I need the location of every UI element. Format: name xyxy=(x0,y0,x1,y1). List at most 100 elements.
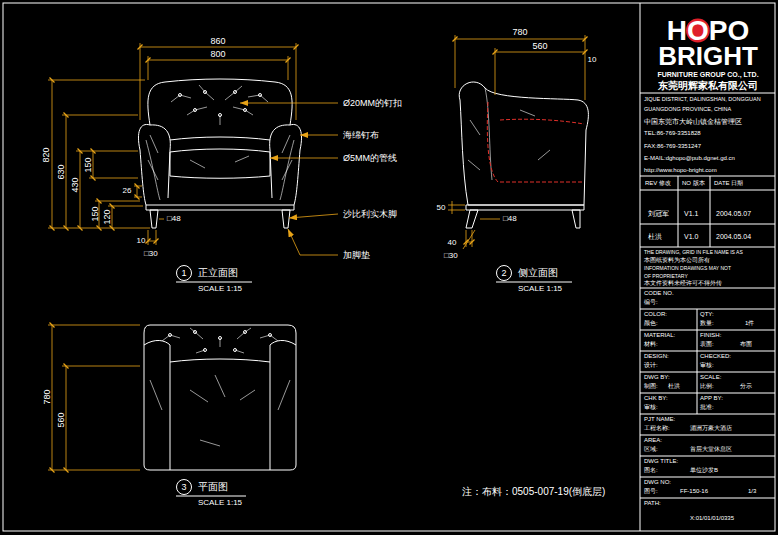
side-view-dimensions xyxy=(448,35,585,249)
side-view-dimensions xyxy=(495,48,496,95)
view-title-underlines xyxy=(176,282,572,496)
sofa-plan-view xyxy=(170,345,270,470)
title-block-grid xyxy=(640,288,775,289)
front-view-dimensions xyxy=(48,80,145,81)
title-block-text: X:01/01/01/0335 xyxy=(690,515,734,521)
title-block-text: V1.0 xyxy=(684,233,698,240)
front-view-dimensions xyxy=(108,206,143,207)
sofa-plan-view xyxy=(170,359,270,362)
title-block-grid xyxy=(640,247,775,248)
dimension-text: 120 xyxy=(103,209,112,224)
company-logo-text: FURNITURE GROUP CO., LTD. xyxy=(657,71,758,78)
title-block-grid xyxy=(640,176,775,177)
callout-text: Ø20MM的钉扣 xyxy=(343,99,402,108)
title-block-text: http://www.hopo-bright.com xyxy=(644,167,717,173)
sheet-frame xyxy=(3,3,775,531)
title-block-text: GUANGDONG PROVINCE, CHINA xyxy=(644,107,731,113)
title-block-grid xyxy=(710,176,711,247)
callout-leaders xyxy=(240,103,338,104)
sofa-front-view xyxy=(150,125,170,198)
title-block-grid xyxy=(697,309,698,414)
dimension-text: □48 xyxy=(167,215,181,223)
scale-text: SCALE 1:15 xyxy=(198,285,242,293)
title-block-text: DWG NO: xyxy=(644,479,671,485)
sheet-frame xyxy=(3,3,775,531)
sofa-front-view xyxy=(148,85,292,180)
title-block-text: 分示 xyxy=(740,383,752,389)
front-view-dimensions xyxy=(112,206,113,228)
title-block-text: AREA: xyxy=(644,437,662,443)
title-block-text: 图名: xyxy=(644,467,658,473)
side-view-dimensions xyxy=(448,205,465,206)
sofa-front-view xyxy=(170,137,270,140)
dimension-text: 430 xyxy=(71,177,80,192)
front-view-dimensions xyxy=(148,60,288,61)
plan-view-dimensions xyxy=(48,325,140,326)
title-block-grid xyxy=(640,435,775,436)
title-block-grid xyxy=(640,477,775,478)
sofa-front-view xyxy=(179,94,182,97)
title-block-grid xyxy=(640,393,775,394)
callout-leaders xyxy=(240,103,338,255)
plan-view-dimensions xyxy=(48,470,140,471)
view-title-underlines xyxy=(176,496,246,497)
front-view-dimensions xyxy=(95,201,140,202)
sofa-front-view xyxy=(170,149,270,178)
title-block-text: 审核: xyxy=(644,404,658,410)
title-block-text: 区域: xyxy=(644,446,658,452)
sofa-front-view xyxy=(204,91,207,94)
title-block-text: 本文件资料未经许可不得外传 xyxy=(644,280,722,286)
sofa-plan-view xyxy=(144,325,296,470)
title-block-text: 中国东莞市大岭山镇金桔管理区 xyxy=(644,118,742,125)
side-view-dimensions xyxy=(585,35,586,100)
dimension-text: 10 xyxy=(588,56,597,64)
front-view-dimensions xyxy=(48,228,150,229)
title-block-text: REV 修改 xyxy=(645,180,671,186)
sofa-front-view xyxy=(259,94,262,97)
sofa-plan-view xyxy=(234,349,237,352)
front-view-dimensions xyxy=(52,80,53,228)
callout-leaders xyxy=(300,135,338,136)
front-view-dimensions xyxy=(93,151,94,178)
dimension-text: 26 xyxy=(123,187,132,195)
title-block-grid xyxy=(640,93,775,498)
title-block-text: JIQUE DISTRICT, DALINGSHAN, DONGGUAN xyxy=(644,97,761,103)
front-view-dimensions xyxy=(76,151,138,152)
callout-leaders xyxy=(270,158,338,159)
front-view-dimensions xyxy=(159,219,164,220)
front-view-dimensions xyxy=(140,47,296,48)
sofa-front-view xyxy=(146,205,294,210)
company-logo-text: BRIGHT xyxy=(658,43,758,69)
sofa-front-view xyxy=(290,124,302,205)
title-block-text: 颜色: xyxy=(644,320,658,326)
sofa-plan-view xyxy=(244,331,247,334)
title-block-grid xyxy=(640,351,775,352)
title-block-grid xyxy=(640,372,775,373)
title-block-text: 设计: xyxy=(644,362,658,368)
title-block-text: 杜洪 xyxy=(668,383,680,389)
title-block-text: 审核: xyxy=(700,362,714,368)
front-view-dimensions xyxy=(137,186,138,197)
callout-leaders xyxy=(289,214,338,218)
title-block-text: CODE NO. xyxy=(644,290,674,296)
title-block-text: 制图: xyxy=(644,383,658,389)
front-view-dimensions xyxy=(62,115,138,116)
scale-text: SCALE 1:15 xyxy=(198,499,242,507)
title-block-text: MATERIAL: xyxy=(644,332,675,338)
title-block-text: THE DRAWING, GRID IN FILE NAME IS AS xyxy=(644,250,743,255)
title-block-text: PATH: xyxy=(644,500,661,506)
dimension-text: 860 xyxy=(210,37,225,46)
view-number: 1 xyxy=(181,269,186,278)
title-block-text: DWG TITLE: xyxy=(644,458,678,464)
title-block-grid xyxy=(640,309,775,310)
sofa-front-view xyxy=(234,91,237,94)
dimension-text: 150 xyxy=(84,157,93,172)
view-title-underlines xyxy=(496,282,572,283)
callout-leaders xyxy=(288,229,338,255)
title-block-text: TEL:86-769-3351828 xyxy=(644,130,701,136)
view-number-circle: 3 xyxy=(176,479,192,495)
front-view-dimensions xyxy=(288,56,289,80)
dimension-text: 780 xyxy=(512,28,527,37)
plan-view-dimensions xyxy=(52,325,53,470)
